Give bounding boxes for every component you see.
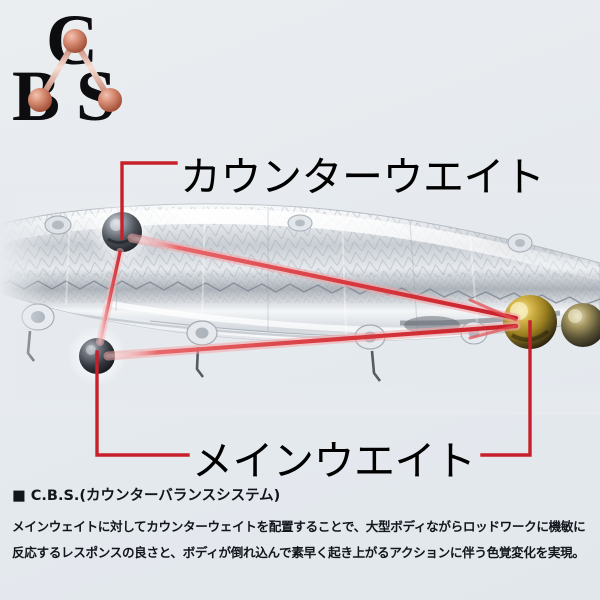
lure-photograph [0,185,600,415]
caption-line: メインウェイトに対してカウンターウェイトを配置することで、大型ボディながらロッド… [12,519,586,534]
main-weight-gold-front [503,295,557,349]
label-mainweight: メインウエイト [192,437,476,485]
cbs-logo: C B S [12,4,144,136]
caption-title-text: C.B.S.(カウンターバランスシステム) [30,488,281,504]
label-counterweight: カウンターウエイト [180,153,545,201]
counter-weight-lower [79,338,115,374]
caption-title: ■ C.B.S.(カウンターバランスシステム) [12,484,592,505]
caption-bullet-icon: ■ [12,488,26,504]
caption-block: ■ C.B.S.(カウンターバランスシステム) メインウェイトに対してカウンター… [12,484,592,561]
caption-line: 反応するレスポンスの良さと、ボディが倒れ込んで素早く起き上がるアクションに伴う色… [12,545,585,560]
logo-triangle-graphic [28,29,122,112]
main-weight-gold-rear [561,303,600,347]
counter-weight-upper [102,212,142,252]
caption-body: メインウェイトに対してカウンターウェイトを配置することで、大型ボディながらロッド… [12,516,592,561]
